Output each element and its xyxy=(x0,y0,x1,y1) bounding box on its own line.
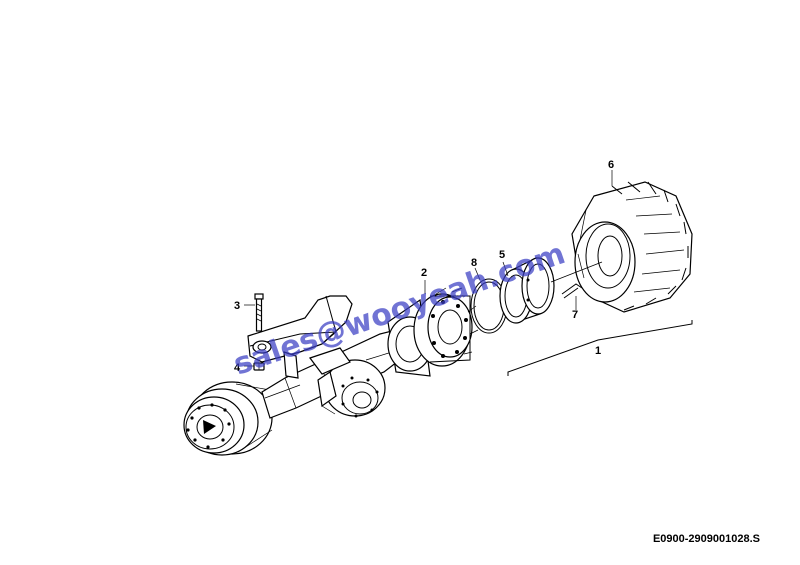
right-hub-part-2 xyxy=(387,287,479,377)
mounting-bracket xyxy=(247,295,353,379)
rim-part-5 xyxy=(499,257,555,324)
tire-part-6 xyxy=(571,181,693,313)
part-label-7: 7 xyxy=(572,309,578,321)
left-hub-drum xyxy=(183,381,273,456)
part-label-3: 3 xyxy=(234,300,240,312)
valve-part-7 xyxy=(561,283,583,299)
part-label-5: 5 xyxy=(499,249,505,261)
nut-part-4 xyxy=(253,362,265,371)
part-label-6: 6 xyxy=(608,159,614,171)
part-label-1: 1 xyxy=(595,345,601,357)
bolt-part-3 xyxy=(254,293,264,332)
drawing-code: E0900-2909001028.S xyxy=(652,533,760,545)
leader-lines xyxy=(244,170,613,367)
axle-housing xyxy=(261,327,411,419)
assembly-bracket-part-1 xyxy=(507,320,693,376)
part-label-8: 8 xyxy=(471,257,477,269)
part-label-2: 2 xyxy=(421,267,427,279)
part-label-4: 4 xyxy=(234,362,241,374)
